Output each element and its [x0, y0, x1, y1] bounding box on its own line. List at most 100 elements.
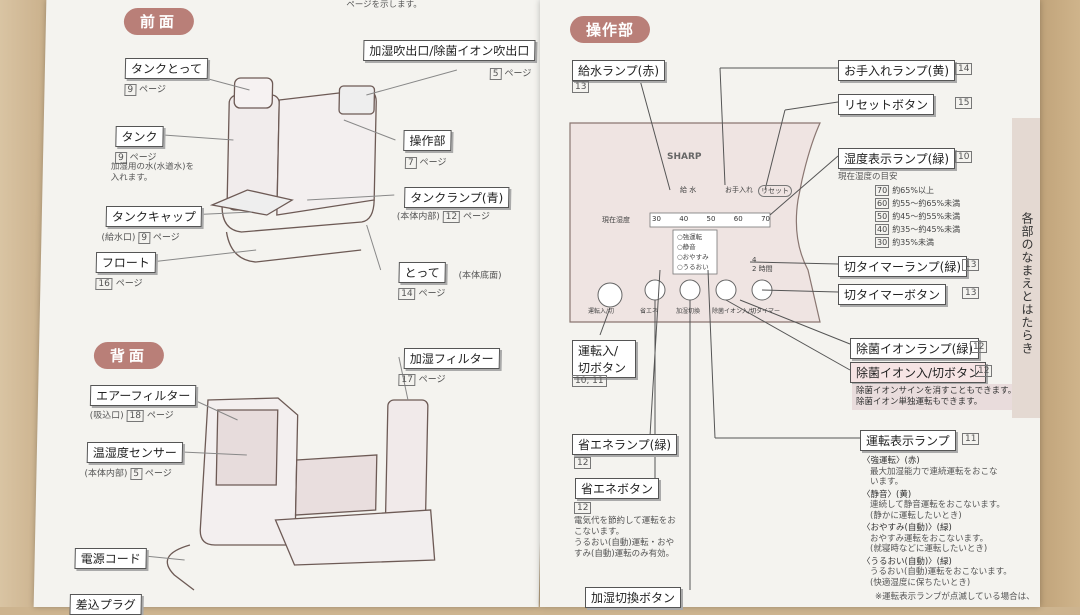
ref-humid-filter: 17 ページ — [398, 372, 446, 386]
mode-desc-line: (就寝時などに運転したいとき) — [870, 544, 988, 554]
mode-desc-heading: 〈おやすみ(自動)〉(緑) — [862, 523, 952, 533]
mode-desc-line: 最大加湿能力で連続運転をおこな — [870, 466, 998, 477]
mode-desc-line: います。 — [870, 477, 904, 487]
gauge-tick: 70 — [761, 215, 770, 223]
humidity-range: 約55～約65%未満 — [892, 199, 961, 208]
label-eco-button: 省エネボタン — [575, 478, 660, 499]
front-illustration — [150, 69, 458, 271]
timer-2: 2 時間 — [752, 265, 773, 273]
mode-desc-line: (快適湿度に保ちたいとき) — [870, 577, 971, 588]
panel-button-label: 除菌イオン入/切 — [712, 308, 757, 315]
mode-list: ○強運転○静音○おやすみ○うるおい — [677, 232, 709, 272]
ref-sub: (吸込口) — [89, 411, 124, 421]
ref-unit: ページ — [146, 411, 174, 421]
panel-reset[interactable]: リセット — [758, 185, 792, 197]
control-title: 操作部 — [570, 16, 651, 43]
label-humid-filter: 加湿フィルター — [403, 348, 500, 369]
ref-num: 13 — [572, 81, 590, 93]
ref-sub: (本体内部) — [84, 469, 128, 479]
ref-water-lamp: 13 — [572, 81, 590, 93]
panel-kyusui: 給 水 — [680, 186, 697, 194]
ref-unit: ページ — [144, 469, 172, 479]
mode-desc-line: 連続して静音運転をおこないます。 — [870, 500, 1005, 510]
mode-desc-heading: 〈うるおい(自動)〉(緑) — [862, 556, 952, 567]
brand-logo: SHARP — [667, 152, 702, 162]
ref-eco-button: 12 — [574, 502, 592, 514]
ref-air-filter: (吸込口) 18 ページ — [89, 408, 174, 422]
ref-timer-button: 13 — [962, 287, 980, 299]
control-panel-illustration — [569, 67, 860, 590]
ref-unit: ページ — [418, 375, 446, 385]
panel-oteire: お手入れ — [725, 186, 753, 194]
label-reset-button: リセットボタン — [838, 94, 935, 115]
mode-desc-heading: 〈静音〉(黄) — [862, 489, 912, 500]
mode-desc-line: おやすみ運転をおこないます。 — [870, 533, 989, 544]
ref-num: 18 — [126, 410, 145, 422]
ion-note: 除菌イオンサインを消すこともできます。 除菌イオン単独運転もできます。 — [852, 384, 1021, 410]
ref-timer-lamp: 13 — [962, 259, 980, 271]
mode-descriptions: 〈強運転〉(赤)最大加湿能力で連続運転をおこないます。〈静音〉(黄)連続して静音… — [862, 454, 1012, 588]
ref-num: 13 — [962, 287, 980, 299]
ref-ion-button: 12 — [975, 365, 993, 377]
label-care-lamp: お手入れランプ(黄) — [838, 60, 956, 81]
humidity-range: 約45～約55%未満 — [892, 212, 961, 221]
label-ion-button: 除菌イオン入/切ボタン — [850, 362, 987, 383]
label-humid-switch-button: 加湿切換ボタン — [585, 587, 682, 608]
humidity-value: 50 — [875, 211, 890, 222]
humidity-range: 約65%以上 — [892, 186, 934, 195]
side-tab-text: 各部のなまえとはたらき — [1020, 212, 1034, 355]
mode-desc-line: うるおい(自動)運転をおこないます。 — [870, 567, 1012, 577]
eco-note-line: うるおい(自動)運転・おや — [574, 538, 675, 548]
humidity-range: 約35%未満 — [892, 238, 934, 247]
ref-reset-button: 15 — [955, 97, 973, 109]
footer-note: ※運転表示ランプが点滅している場合は、 — [875, 592, 1035, 602]
label-air-filter: エアーフィルター — [89, 385, 197, 406]
left-page: ページを示します。 前面 タンクとって 9 ページ 加湿吹出口/除菌イオン吹出口… — [33, 0, 552, 615]
panel-button-label: 切タイマー — [750, 308, 781, 315]
humidity-guide-title: 現在湿度の目安 — [838, 172, 898, 182]
ref-num: 17 — [398, 374, 416, 386]
gauge-tick: 40 — [679, 215, 689, 223]
panel-button-label: 運転入/切 — [588, 308, 615, 315]
ref-num: 12 — [574, 502, 592, 514]
label-power-cord: 電源コード — [74, 548, 147, 569]
humidity-value: 30 — [875, 237, 890, 248]
gauge-tick: 30 — [652, 215, 661, 223]
ref-sensor: (本体内部) 5 ページ — [84, 466, 172, 480]
label-water-lamp: 給水ランプ(赤) — [572, 60, 666, 81]
humidity-value: 60 — [875, 198, 890, 209]
ref-num: 5 — [130, 468, 143, 480]
eco-note-line: こないます。 — [574, 527, 625, 537]
eco-note-line: 電気代を節約して運転をお — [574, 516, 676, 526]
panel-mode-item: ○うるおい — [677, 263, 709, 271]
label-timer-lamp: 切タイマーランプ(緑) — [838, 256, 968, 277]
gauge-tick: 60 — [733, 215, 743, 223]
ref-num: 14 — [955, 63, 973, 75]
timer-4: 4 — [752, 256, 757, 264]
ref-num: 12 — [574, 457, 592, 469]
ref-eco-lamp: 12 — [574, 457, 592, 469]
ref-num: 11 — [962, 433, 980, 445]
ref-ion-lamp: 12 — [970, 341, 988, 353]
label-timer-button: 切タイマーボタン — [838, 284, 947, 305]
label-eco-lamp: 省エネランプ(緑) — [572, 434, 678, 455]
panel-mode-item: ○おやすみ — [677, 253, 709, 261]
ion-note-line: 除菌イオン単独運転もできます。 — [856, 397, 983, 407]
ref-num: 10, 11 — [572, 375, 607, 387]
ref-status-lamp: 11 — [962, 433, 980, 445]
ref-num: 12 — [975, 365, 993, 377]
side-tab — [1012, 118, 1040, 418]
mode-desc-line: (静かに運転したいとき) — [870, 510, 962, 521]
label-power-button: 運転入/切ボタン — [572, 340, 636, 378]
panel-button-label: 加湿切換 — [676, 308, 701, 315]
ref-care-lamp: 14 — [955, 63, 973, 75]
mode-desc-heading: 〈強運転〉(赤) — [862, 456, 920, 466]
humidity-range: 約35～約45%未満 — [892, 225, 961, 234]
panel-mode-item: ○強運転 — [677, 233, 703, 241]
